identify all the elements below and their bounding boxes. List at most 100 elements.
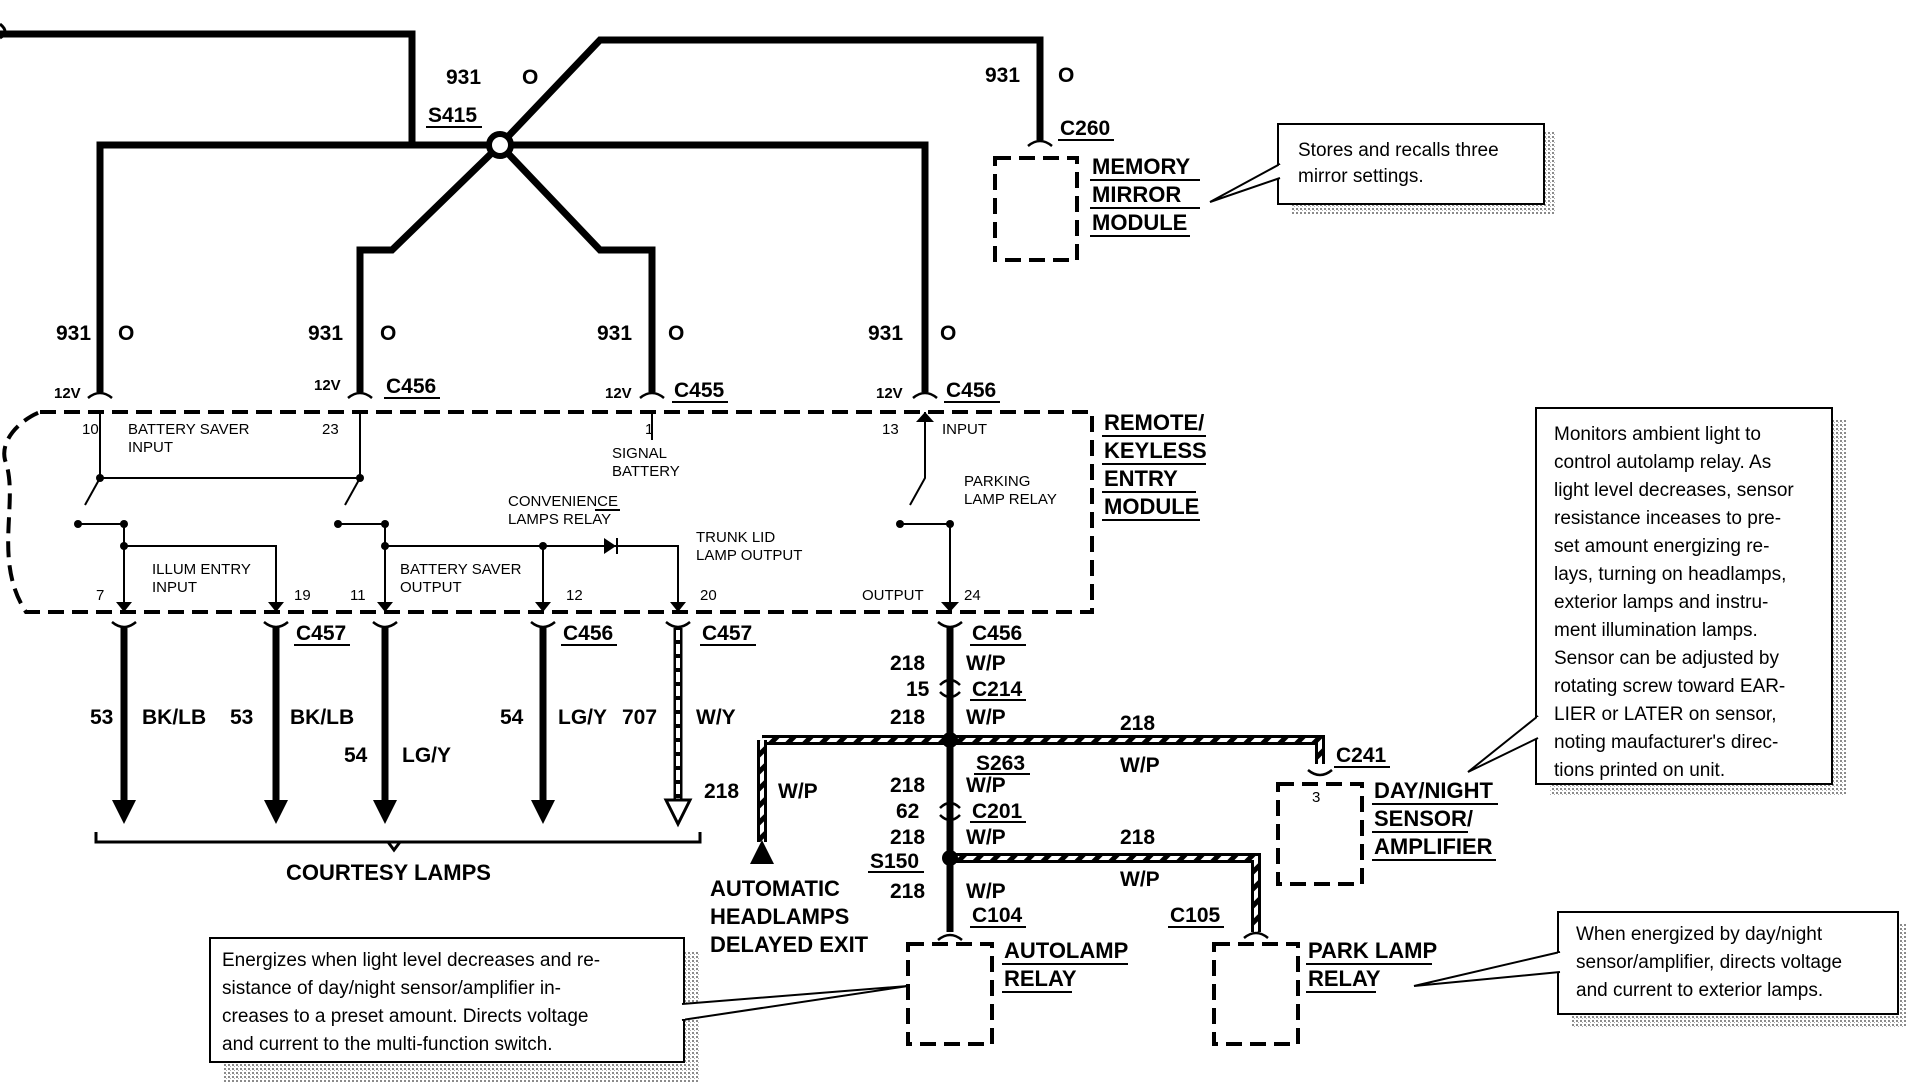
day-night-sensor-label: DAY/NIGHT SENSOR/ AMPLIFIER [1372, 778, 1498, 861]
svg-text:MIRROR: MIRROR [1092, 182, 1181, 207]
wire-218-label: 218 [1120, 826, 1155, 849]
svg-text:HEADLAMPS: HEADLAMPS [710, 904, 849, 929]
svg-text:12: 12 [566, 587, 583, 604]
connector-c260: C260 [1060, 117, 1110, 140]
wire-218-label: 218 [890, 706, 925, 729]
svg-text:23: 23 [322, 421, 339, 438]
svg-text:set amount energizing re-: set amount energizing re- [1554, 536, 1769, 557]
autolamp-relay-label: AUTOLAMP RELAY [1002, 938, 1128, 993]
wire-54-label: 54 [344, 744, 368, 767]
wire-color-wp: W/P [966, 880, 1006, 903]
wire-color-o: O [940, 322, 956, 345]
svg-text:PARK LAMP: PARK LAMP [1308, 938, 1437, 963]
svg-text:20: 20 [700, 587, 717, 604]
wire-53-label: 53 [90, 706, 113, 729]
svg-text:LAMP OUTPUT: LAMP OUTPUT [696, 547, 802, 564]
wire-color-o: O [668, 322, 684, 345]
wire-color-wp: W/P [966, 774, 1006, 797]
connector-c457: C457 [702, 622, 752, 645]
svg-text:BATTERY SAVER: BATTERY SAVER [128, 421, 250, 438]
svg-text:noting maufacturer's direc-: noting maufacturer's direc- [1554, 732, 1778, 753]
svg-text:and current to exterior lamps.: and current to exterior lamps. [1576, 980, 1823, 1001]
wire-color-wp: W/P [966, 826, 1006, 849]
svg-text:19: 19 [294, 587, 311, 604]
autolamp-note-text: Energizes when light level decreases and… [222, 950, 600, 1055]
park-lamp-relay-label: PARK LAMP RELAY [1306, 938, 1437, 993]
svg-text:and current to the multi-funct: and current to the multi-function switch… [222, 1034, 553, 1055]
svg-text:DAY/NIGHT: DAY/NIGHT [1374, 778, 1494, 803]
voltage-12v: 12V [54, 385, 81, 402]
svg-text:LAMPS RELAY: LAMPS RELAY [508, 511, 611, 528]
connector-c456: C456 [386, 375, 436, 398]
wire-color-wp: W/P [1120, 868, 1160, 891]
day-night-sensor-box [1276, 782, 1364, 886]
courtesy-lamp-wires [94, 621, 702, 853]
svg-text:OUTPUT: OUTPUT [400, 579, 462, 596]
svg-text:24: 24 [964, 587, 981, 604]
sensor-pin: 3 [1312, 789, 1320, 806]
svg-text:AUTOLAMP: AUTOLAMP [1004, 938, 1128, 963]
svg-text:ment illumination lamps.: ment illumination lamps. [1554, 620, 1758, 641]
wire-color-wp: W/P [966, 706, 1006, 729]
svg-text:INPUT: INPUT [128, 439, 173, 456]
svg-text:SENSOR/: SENSOR/ [1374, 806, 1473, 831]
connector-c456: C456 [946, 379, 996, 402]
wire-931-label: 931 [308, 322, 343, 345]
park-note-text: When energized by day/night sensor/ampli… [1576, 924, 1842, 1001]
splice-s150-label: S150 [870, 850, 919, 873]
svg-text:PARKING: PARKING [964, 473, 1030, 490]
wire-931-label: 931 [985, 64, 1020, 87]
voltage-12v: 12V [876, 385, 903, 402]
svg-text:MODULE: MODULE [1104, 494, 1199, 519]
svg-text:Sensor can be adjusted by: Sensor can be adjusted by [1554, 648, 1779, 669]
svg-text:INPUT: INPUT [152, 579, 197, 596]
mirror-note-line: mirror settings. [1298, 166, 1424, 187]
svg-text:AUTOMATIC: AUTOMATIC [710, 876, 840, 901]
svg-text:resistance inceases to pre-: resistance inceases to pre- [1554, 508, 1781, 529]
connector-c455: C455 [674, 379, 725, 402]
svg-text:sistance of day/night sensor/a: sistance of day/night sensor/amplifier i… [222, 978, 561, 999]
wire-62-label: 62 [896, 800, 919, 823]
power-feed-wires [0, 22, 1053, 399]
svg-text:ENTRY: ENTRY [1104, 466, 1178, 491]
svg-text:LAMP RELAY: LAMP RELAY [964, 491, 1057, 508]
svg-text:Energizes when light level dec: Energizes when light level decreases and… [222, 950, 600, 971]
wire-color-wp: W/P [778, 780, 818, 803]
svg-text:sensor/amplifier, directs volt: sensor/amplifier, directs voltage [1576, 952, 1842, 973]
svg-text:creases to a preset amount. Di: creases to a preset amount. Directs volt… [222, 1006, 588, 1027]
memory-mirror-module-label: MEMORY MIRROR MODULE [1090, 154, 1200, 237]
wire-15-label: 15 [906, 678, 930, 701]
park-note-box [1557, 911, 1899, 1015]
connector-c241: C241 [1336, 744, 1387, 767]
svg-text:AMPLIFIER: AMPLIFIER [1374, 834, 1493, 859]
connector-c104: C104 [972, 904, 1023, 927]
wire-218-label: 218 [890, 774, 925, 797]
wire-707-label: 707 [622, 706, 657, 729]
svg-text:ILLUM ENTRY: ILLUM ENTRY [152, 561, 251, 578]
wire-931-label: 931 [868, 322, 903, 345]
connector-c456: C456 [972, 622, 1022, 645]
mirror-note-box [1277, 123, 1545, 205]
svg-text:When energized by day/night: When energized by day/night [1576, 924, 1823, 945]
wire-931-label: 931 [597, 322, 632, 345]
wire-931-label: 931 [56, 322, 91, 345]
svg-text:CONVENIENCE: CONVENIENCE [508, 493, 618, 510]
wire-218-label: 218 [890, 880, 925, 903]
svg-text:lays, turning on headlamps,: lays, turning on headlamps, [1554, 564, 1786, 585]
memory-mirror-module-box [993, 156, 1079, 262]
svg-text:exterior lamps and instru-: exterior lamps and instru- [1554, 592, 1768, 613]
wire-color-o: O [1058, 64, 1074, 87]
wire-color-wy: W/Y [696, 706, 736, 729]
svg-text:control autolamp relay. As: control autolamp relay. As [1554, 452, 1771, 473]
autolamp-note-box [209, 937, 685, 1063]
svg-text:DELAYED EXIT: DELAYED EXIT [710, 932, 869, 957]
svg-text:OUTPUT: OUTPUT [862, 587, 924, 604]
courtesy-lamps-label: COURTESY LAMPS [286, 860, 491, 885]
autolamp-circuit-wires [750, 621, 1333, 941]
connector-c105: C105 [1170, 904, 1221, 927]
svg-text:tions printed on unit.: tions printed on unit. [1554, 760, 1725, 781]
svg-text:RELAY: RELAY [1004, 966, 1077, 991]
wire-218-label: 218 [890, 826, 925, 849]
sensor-note-box [1535, 407, 1833, 785]
